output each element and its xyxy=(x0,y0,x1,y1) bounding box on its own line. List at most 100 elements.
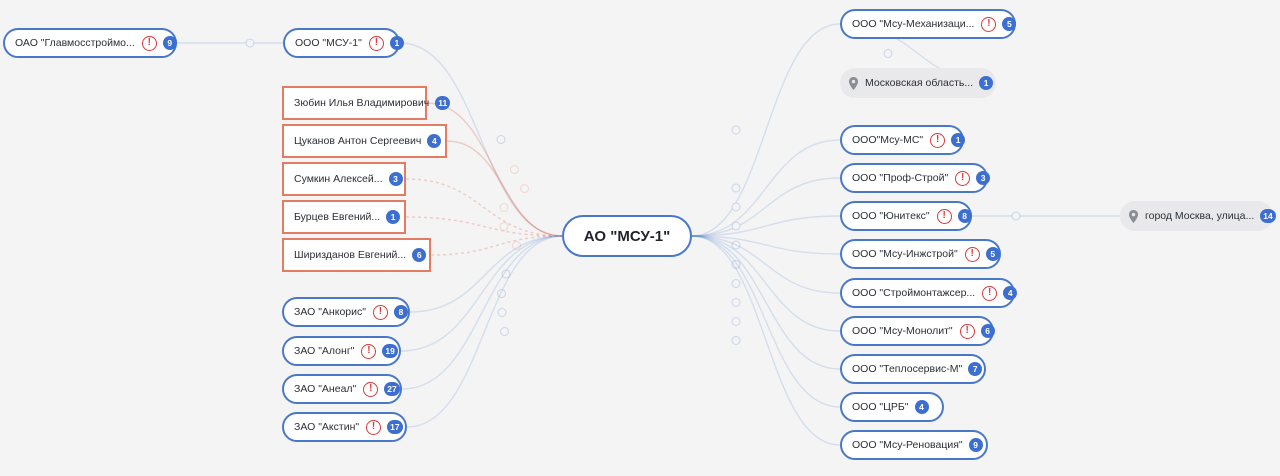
count-badge: 27 xyxy=(384,382,400,396)
company-node-yuniteks[interactable]: ООО "Юнитекс"! 8 xyxy=(840,201,972,231)
connector-hub-dot xyxy=(731,202,741,212)
connector-hub-dot xyxy=(731,317,741,326)
node-label: Московская область... xyxy=(865,77,974,89)
warning-icon: ! xyxy=(982,285,998,301)
center-node-label: АО "МСУ-1" xyxy=(583,227,671,245)
connector-hub-dot xyxy=(731,260,741,269)
warning-icon: ! xyxy=(959,323,975,339)
company-node-ankoris[interactable]: ЗАО "Анкорис"! 8 xyxy=(282,297,410,327)
connector-center-stroymont xyxy=(691,235,841,294)
connector-center-inzh xyxy=(691,235,841,255)
address-node-mosobl[interactable]: Московская область... 1 xyxy=(840,68,996,98)
node-label: ОАО "Главмосстроймо... xyxy=(15,37,135,49)
node-label: ЗАО "Анкорис" xyxy=(294,306,366,318)
node-label: ООО "Юнитекс" xyxy=(852,210,930,222)
count-badge: 5 xyxy=(985,247,1000,261)
count-badge: 5 xyxy=(1002,17,1017,31)
connector-center-mekh xyxy=(691,23,841,237)
company-node-akstin[interactable]: ЗАО "Акстин"!17 xyxy=(282,412,407,442)
count-badge: 3 xyxy=(976,171,991,185)
connector-hub-dot xyxy=(499,222,509,231)
location-pin-icon xyxy=(1129,209,1138,223)
connector-center-yuniteks xyxy=(691,215,841,237)
company-node-aneal[interactable]: ЗАО "Анеал"!27 xyxy=(282,374,402,404)
warning-icon: ! xyxy=(368,35,384,51)
node-label: Сумкин Алексей... xyxy=(294,173,383,185)
company-node-along[interactable]: ЗАО "Алонг"!19 xyxy=(282,336,401,366)
connector-aneal-center xyxy=(401,235,563,390)
warning-icon: ! xyxy=(955,170,971,186)
connector-hub-dot xyxy=(497,289,506,298)
count-badge: 9 xyxy=(968,438,983,452)
connector-tsukanov-center xyxy=(446,140,563,237)
node-label: Зюбин Илья Владимирович xyxy=(294,97,430,109)
connector-msu1-center xyxy=(399,42,563,237)
company-node-tsrb[interactable]: ООО "ЦРБ"4 xyxy=(840,392,944,422)
person-node-burtsev[interactable]: Бурцев Евгений... 1 xyxy=(282,200,406,234)
connector-along-center xyxy=(400,235,563,352)
company-node-monolit[interactable]: ООО "Мсу-Монолит"! 6 xyxy=(840,316,995,346)
connector-shirizdanov-center xyxy=(430,235,563,256)
count-badge: 3 xyxy=(388,172,403,186)
center-node[interactable]: АО "МСУ-1" xyxy=(562,215,692,257)
company-node-glavmos[interactable]: ОАО "Главмосстроймо...!9 xyxy=(3,28,177,58)
company-node-stroymont[interactable]: ООО "Строймонтажсер...!4 xyxy=(840,278,1018,308)
count-badge: 7 xyxy=(968,362,983,376)
node-label: ООО "Проф-Строй" xyxy=(852,172,949,184)
count-badge: 8 xyxy=(957,209,972,223)
warning-icon: ! xyxy=(366,419,382,435)
connector-hub-dot xyxy=(512,241,521,250)
node-label: ООО "Мсу-Инжстрой" xyxy=(852,248,958,260)
warning-icon: ! xyxy=(372,304,388,320)
location-pin-icon xyxy=(849,76,858,90)
node-label: Ширизданов Евгений... xyxy=(294,249,407,261)
connector-sumkin-center xyxy=(405,178,563,237)
count-badge: 11 xyxy=(435,96,451,110)
connector-hub-dot xyxy=(501,269,511,279)
connector-center-tsrb xyxy=(691,235,841,408)
company-node-msums[interactable]: ООО"Мсу-МС"!1 xyxy=(840,125,966,155)
person-node-shirizdanov[interactable]: Ширизданов Евгений... 6 xyxy=(282,238,431,272)
node-label: ООО "Строймонтажсер... xyxy=(852,287,976,299)
node-label: ООО "Мсу-Реновация" xyxy=(852,439,963,451)
connector-hub-dot xyxy=(499,203,509,212)
person-node-zyubin[interactable]: Зюбин Илья Владимирович 11 xyxy=(282,86,451,120)
node-label: ЗАО "Анеал" xyxy=(294,383,357,395)
node-label: ООО "Мсу-Механизаци... xyxy=(852,18,975,30)
warning-icon: ! xyxy=(936,208,952,224)
warning-icon: ! xyxy=(981,16,997,32)
company-node-renov[interactable]: ООО "Мсу-Реновация" 9 xyxy=(840,430,988,460)
node-label: Бурцев Евгений... xyxy=(294,211,381,223)
count-badge: 1 xyxy=(386,210,401,224)
count-badge: 1 xyxy=(979,76,994,90)
count-badge: 6 xyxy=(980,324,995,338)
connector-akstin-center xyxy=(406,235,563,428)
node-label: город Москва, улица... xyxy=(1145,210,1255,222)
connector-hub-dot xyxy=(500,327,509,336)
address-node-mosgorod[interactable]: город Москва, улица... 14 xyxy=(1120,201,1276,231)
node-label: ООО "Мсу-Монолит" xyxy=(852,325,953,337)
connector-hub-dot xyxy=(510,165,519,174)
count-badge: 6 xyxy=(412,248,427,262)
person-node-sumkin[interactable]: Сумкин Алексей... 3 xyxy=(282,162,406,196)
company-node-mekh[interactable]: ООО "Мсу-Механизаци...! 5 xyxy=(840,9,1017,39)
connector-hub-dot xyxy=(731,183,741,193)
count-badge: 8 xyxy=(393,305,408,319)
company-node-msu1[interactable]: ООО "МСУ-1"!1 xyxy=(283,28,404,58)
connector-hub-dot xyxy=(731,221,741,231)
count-badge: 14 xyxy=(1260,209,1276,223)
connector-hub-dot xyxy=(1011,211,1021,221)
node-label: ООО"Мсу-МС" xyxy=(852,134,924,146)
node-label: ООО "МСУ-1" xyxy=(295,37,362,49)
connector-center-profstroy xyxy=(691,177,841,237)
connector-hub-dot xyxy=(731,240,741,250)
connector-burtsev-center xyxy=(405,216,563,237)
connector-center-monolit xyxy=(691,235,841,332)
company-node-profstroy[interactable]: ООО "Проф-Строй"! 3 xyxy=(840,163,991,193)
connector-hub-dot xyxy=(245,38,255,48)
company-node-teplo[interactable]: ООО "Теплосервис-М"7 xyxy=(840,354,986,384)
connector-hub-dot xyxy=(731,125,741,135)
company-node-inzh[interactable]: ООО "Мсу-Инжстрой"!5 xyxy=(840,239,1001,269)
